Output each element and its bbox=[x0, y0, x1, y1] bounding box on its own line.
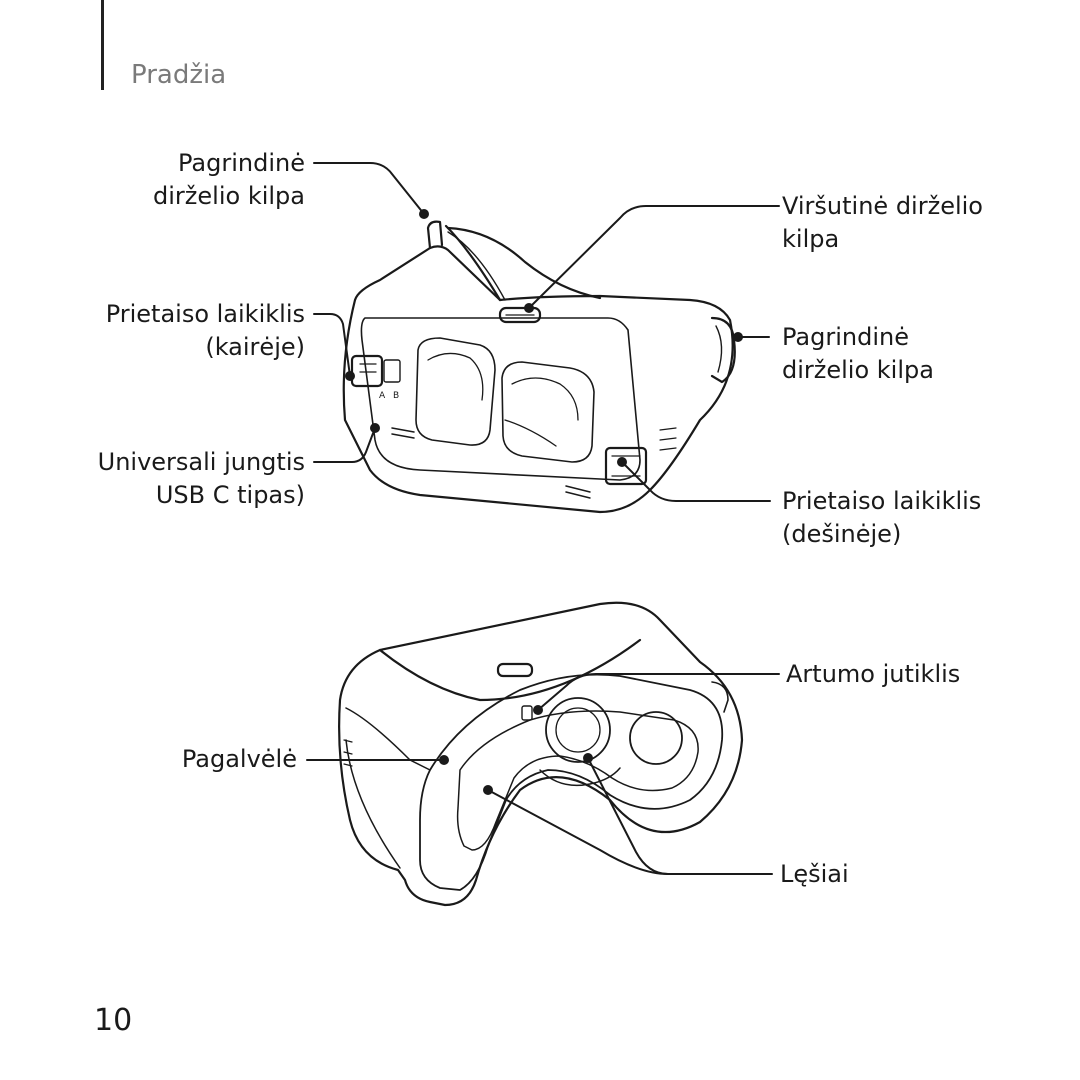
section-rule bbox=[101, 0, 104, 90]
switch-mark-a: A bbox=[379, 391, 386, 401]
label-device-holder-right-line2: (dešinėje) bbox=[782, 520, 902, 548]
headset-front-illustration bbox=[342, 220, 736, 514]
label-main-strap-loop-right: Pagrindinė dirželio kilpa bbox=[782, 321, 934, 387]
section-title: Pradžia bbox=[131, 60, 227, 90]
leader-dots-bottom bbox=[439, 705, 593, 795]
label-top-strap-loop: Viršutinė dirželio kilpa bbox=[782, 190, 983, 256]
switch-mark-b: B bbox=[393, 391, 399, 401]
label-cushion: Pagalvėlė bbox=[181, 745, 297, 773]
leader-dots-top bbox=[345, 209, 743, 467]
label-main-strap-loop-left-line2: dirželio kilpa bbox=[153, 182, 305, 210]
page-number: 10 bbox=[94, 1003, 133, 1038]
leader-lines-bottom bbox=[306, 673, 780, 875]
label-main-strap-loop-left: Pagrindinė dirželio kilpa bbox=[153, 147, 305, 213]
label-device-holder-left: Prietaiso laikiklis (kairėje) bbox=[106, 298, 305, 364]
label-main-strap-loop-left-line1: Pagrindinė bbox=[178, 149, 305, 177]
label-lenses: Lęšiai bbox=[780, 860, 849, 888]
label-device-holder-right: Prietaiso laikiklis (dešinėje) bbox=[782, 485, 981, 551]
label-universal-connector-line2: USB C tipas) bbox=[155, 481, 305, 509]
label-device-holder-right-line1: Prietaiso laikiklis bbox=[782, 487, 982, 515]
label-proximity-sensor: Artumo jutiklis bbox=[786, 660, 961, 688]
label-top-strap-loop-line1: Viršutinė dirželio bbox=[782, 192, 983, 220]
label-main-strap-loop-right-line1: Pagrindinė bbox=[782, 323, 909, 351]
headset-rear-illustration bbox=[338, 601, 744, 907]
label-device-holder-left-line1: Prietaiso laikiklis bbox=[105, 300, 305, 328]
label-top-strap-loop-line2: kilpa bbox=[782, 225, 840, 253]
label-universal-connector-line1: Universali jungtis bbox=[97, 448, 305, 476]
leader-lines-top bbox=[313, 162, 780, 502]
label-universal-connector: Universali jungtis USB C tipas) bbox=[98, 446, 305, 512]
label-device-holder-left-line2: (kairėje) bbox=[205, 333, 305, 361]
label-main-strap-loop-right-line2: dirželio kilpa bbox=[782, 356, 934, 384]
